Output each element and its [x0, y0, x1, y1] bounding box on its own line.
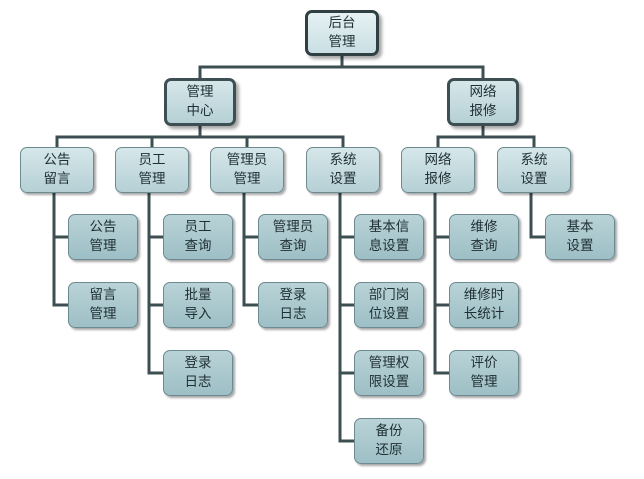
- node-leaf-staff-login-log: 登录 日志: [163, 350, 233, 396]
- node-root: 后台 管理: [305, 10, 379, 56]
- node-category-network-repair: 网络 报修: [401, 147, 475, 193]
- node-category-system-settings: 系统 设置: [306, 147, 380, 193]
- node-leaf-repair-duration-stats: 维修时 长统计: [449, 282, 519, 328]
- node-leaf-backup-restore: 备份 还原: [354, 418, 424, 464]
- node-leaf-message-management: 留言 管理: [68, 282, 138, 328]
- node-leaf-basic-info-settings: 基本信 息设置: [354, 214, 424, 260]
- node-leaf-repair-query: 维修 查询: [449, 214, 519, 260]
- node-leaf-permission-settings: 管理权 限设置: [354, 350, 424, 396]
- node-leaf-evaluation-management: 评价 管理: [449, 350, 519, 396]
- node-leaf-staff-query: 员工 查询: [163, 214, 233, 260]
- node-leaf-admin-login-log: 登录 日志: [258, 282, 328, 328]
- node-category-repair-system-settings: 系统 设置: [497, 147, 571, 193]
- node-branch-management-center: 管理 中心: [164, 78, 236, 126]
- node-leaf-admin-query: 管理员 查询: [258, 214, 328, 260]
- node-leaf-batch-import: 批量 导入: [163, 282, 233, 328]
- node-category-admin: 管理员 管理: [210, 147, 284, 193]
- node-leaf-basic-settings: 基本 设置: [545, 214, 615, 260]
- node-category-notice-message: 公告 留言: [20, 147, 94, 193]
- node-leaf-notice-management: 公告 管理: [68, 214, 138, 260]
- node-category-staff: 员工 管理: [115, 147, 189, 193]
- node-leaf-department-settings: 部门岗 位设置: [354, 282, 424, 328]
- node-branch-network-repair: 网络 报修: [447, 78, 519, 126]
